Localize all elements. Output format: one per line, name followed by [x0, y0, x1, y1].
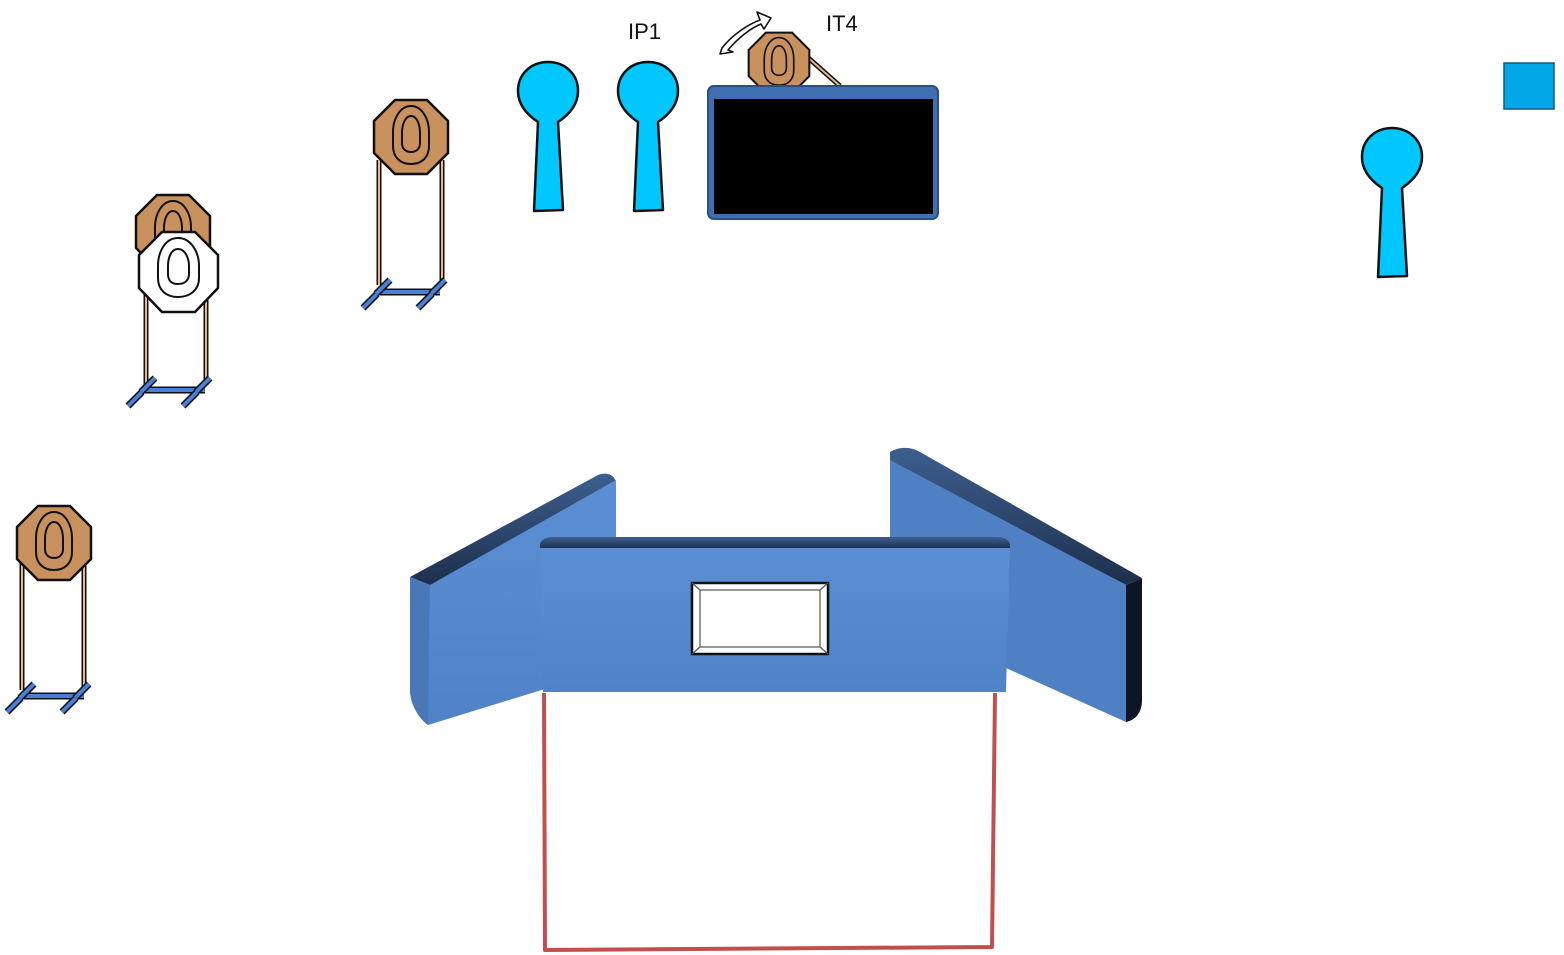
- label-it4: IT4: [826, 11, 858, 36]
- square-marker: [1503, 62, 1555, 110]
- steel-target-left-lower: [7, 504, 91, 712]
- no-shoot-target: [137, 230, 220, 314]
- steel-target-with-no-shoot: [128, 193, 220, 406]
- target-stand-base: [7, 684, 89, 712]
- swinging-steel-target-it4: [747, 31, 842, 95]
- target-stand-base: [363, 280, 445, 308]
- mover-screen: [707, 85, 939, 220]
- paper-popper: [516, 60, 580, 213]
- label-ip1: IP1: [628, 19, 661, 44]
- barricade-port-window: [690, 581, 830, 656]
- paper-popper-right: [1360, 126, 1424, 279]
- curved-double-arrow-icon: [719, 11, 772, 55]
- target-stand-base: [128, 378, 210, 406]
- shooting-box: [542, 692, 997, 952]
- paper-popper-ip1: [616, 60, 680, 213]
- steel-target-upper: [363, 98, 450, 308]
